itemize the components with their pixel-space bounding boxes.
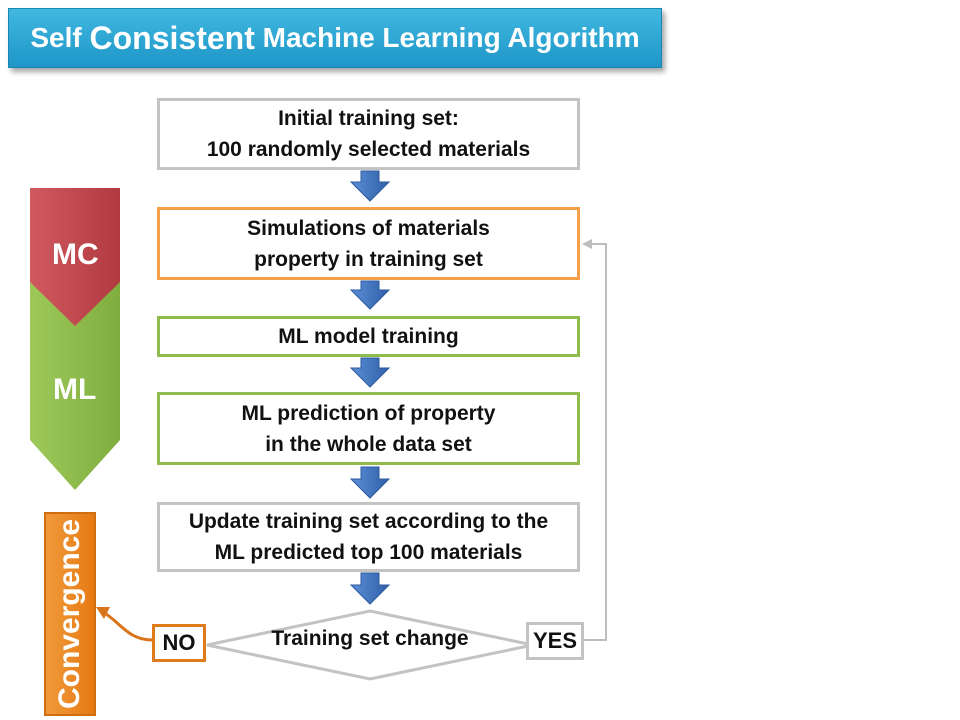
step-simulation-line-1: Simulations of materials bbox=[247, 216, 490, 240]
step-ml-training: ML model training bbox=[157, 316, 580, 357]
step-prediction-line-1: ML prediction of property bbox=[241, 401, 496, 425]
title-banner: Self Consistent Machine Learning Algorit… bbox=[8, 8, 662, 68]
step-update-line-2: ML predicted top 100 materials bbox=[214, 541, 523, 564]
title-part-1: Self bbox=[30, 22, 82, 53]
step-simulation-line-2: property in training set bbox=[254, 247, 483, 271]
convergence-label: Convergence bbox=[53, 518, 86, 710]
no-branch-tag: NO bbox=[152, 624, 206, 662]
step-initial-line-1: Initial training set: bbox=[278, 107, 459, 130]
step-update-training-set: Update training set according to the ML … bbox=[157, 502, 580, 572]
step-training-line-1: ML model training bbox=[278, 325, 459, 348]
mc-phase-arrow bbox=[30, 188, 120, 326]
flow-arrow-2 bbox=[349, 280, 391, 310]
title-part-2: Consistent bbox=[89, 19, 255, 56]
step-simulation: Simulations of materials property in tra… bbox=[157, 207, 580, 280]
title-part-3: Machine Learning Algorithm bbox=[262, 22, 640, 53]
flow-arrow-1 bbox=[349, 170, 391, 202]
yes-loop-connector bbox=[584, 243, 607, 641]
flow-arrow-3 bbox=[349, 357, 391, 388]
step-prediction-line-2: in the whole data set bbox=[265, 432, 472, 456]
ml-phase-arrow bbox=[30, 282, 120, 490]
ml-phase-label: ML bbox=[53, 373, 97, 406]
step-initial-training-set: Initial training set: 100 randomly selec… bbox=[157, 98, 580, 170]
mc-phase-label: MC bbox=[52, 238, 99, 271]
decision-label: Training set change bbox=[271, 627, 469, 650]
yes-branch-tag: YES bbox=[526, 622, 584, 660]
step-update-line-1: Update training set according to the bbox=[188, 510, 549, 533]
no-connector bbox=[102, 610, 153, 642]
flow-arrow-5 bbox=[349, 572, 391, 605]
no-arrowhead bbox=[96, 607, 110, 619]
convergence-bar: Convergence bbox=[44, 512, 96, 716]
step-initial-line-2: 100 randomly selected materials bbox=[206, 138, 531, 161]
step-ml-prediction: ML prediction of property in the whole d… bbox=[157, 392, 580, 465]
yes-loop-arrowhead bbox=[582, 239, 592, 249]
flow-arrow-4 bbox=[349, 466, 391, 499]
